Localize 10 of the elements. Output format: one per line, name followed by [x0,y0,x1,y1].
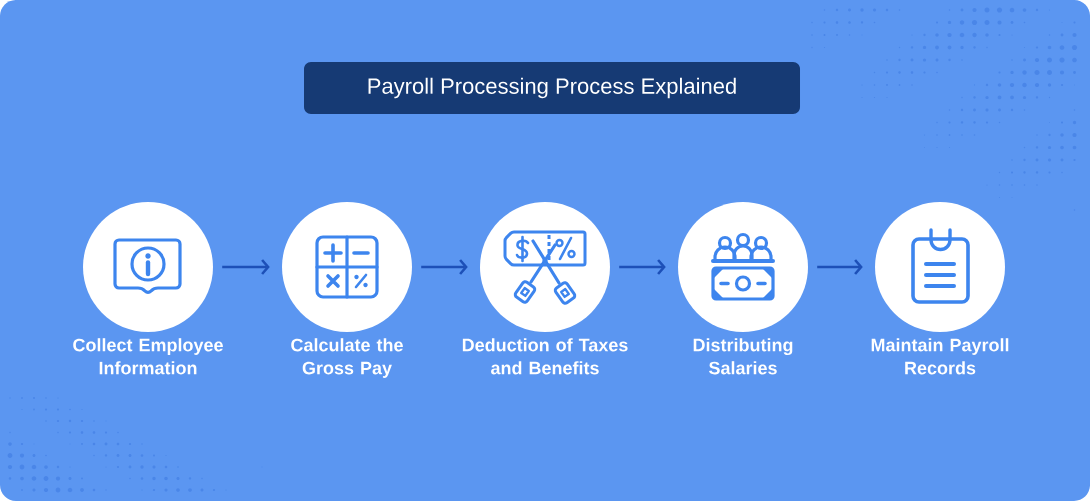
arrow [222,259,270,275]
step-label: Deduction of Taxes and Benefits [462,338,628,375]
arrow [421,259,468,275]
step-label: Maintain Payroll Records [871,338,1009,375]
title-banner: Payroll Processing Process Explained [304,62,800,114]
step-label: Distributing Salaries [693,338,793,375]
step-label: Calculate the Gross Pay [291,338,403,378]
arrow [619,259,666,275]
step-label: Collect Employee Information [73,338,223,375]
arrow [817,259,863,275]
